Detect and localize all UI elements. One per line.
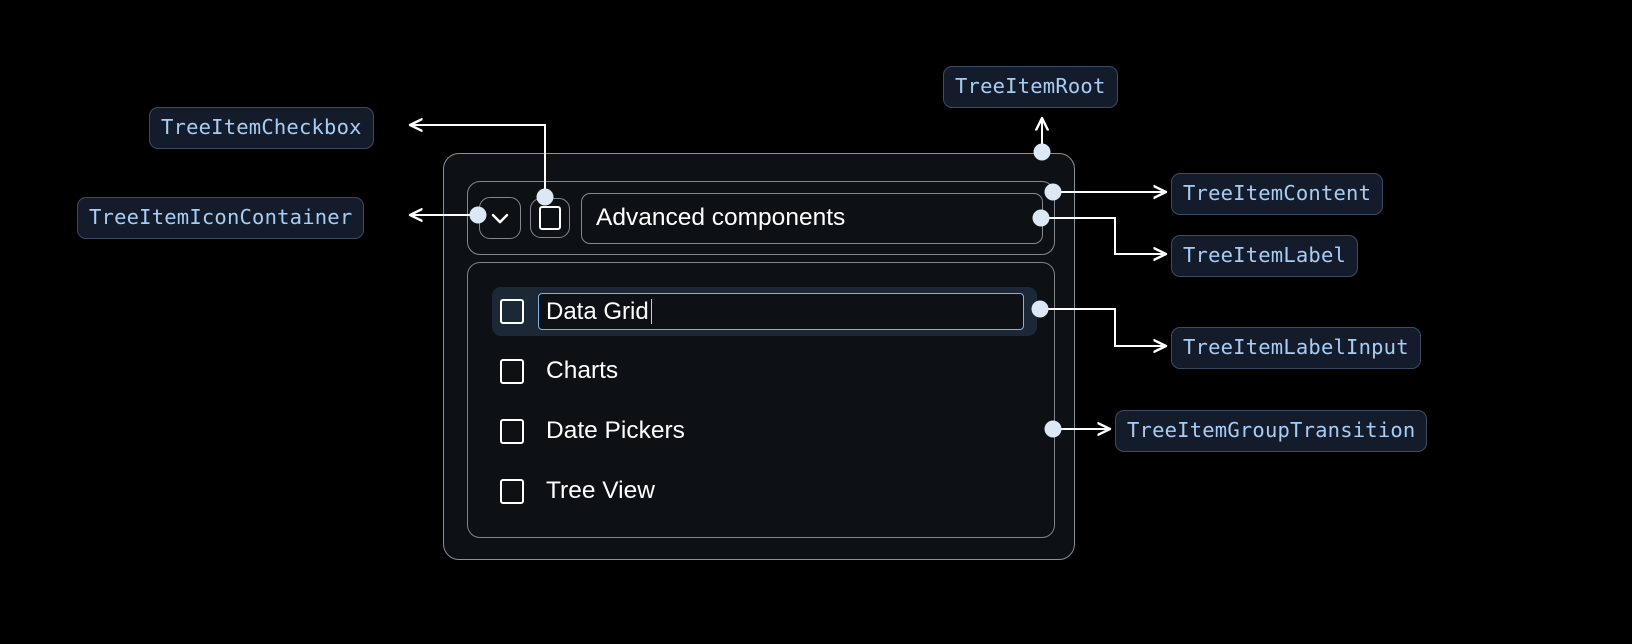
tree-item-row-charts[interactable]: Charts — [468, 347, 1054, 396]
tree-item-icon-container[interactable] — [479, 197, 521, 239]
tree-item-row-data-grid[interactable]: Data Grid — [492, 287, 1037, 336]
annotation-chip-tree-item-content: TreeItemContent — [1171, 173, 1384, 215]
annotation-chip-tree-item-icon-container: TreeItemIconContainer — [77, 197, 365, 239]
text-caret — [650, 299, 653, 324]
tree-item-row-tree-view[interactable]: Tree View — [468, 467, 1054, 516]
tree-item-group-transition: Data Grid Charts Date Pickers Tree View — [467, 262, 1055, 538]
tree-item-label-tree-view: Tree View — [546, 477, 655, 505]
tree-item-label[interactable]: Advanced components — [581, 192, 1043, 244]
tree-item-checkbox[interactable] — [530, 198, 570, 238]
tree-item-checkbox-charts[interactable] — [500, 359, 524, 384]
chevron-down-icon — [486, 204, 514, 232]
tree-item-content[interactable]: Advanced components — [467, 181, 1055, 255]
tree-item-label-input-value: Data Grid — [546, 297, 649, 325]
checkbox-unchecked-icon — [539, 206, 561, 230]
tree-item-label-charts: Charts — [546, 357, 619, 385]
annotation-chip-tree-item-label: TreeItemLabel — [1171, 235, 1359, 277]
tree-item-checkbox-date-pickers[interactable] — [500, 419, 524, 444]
tree-item-label-input[interactable]: Data Grid — [538, 293, 1024, 330]
annotation-chip-tree-item-root: TreeItemRoot — [943, 66, 1118, 108]
annotation-chip-tree-item-label-input: TreeItemLabelInput — [1171, 327, 1421, 369]
tree-item-checkbox-tree-view[interactable] — [500, 479, 524, 504]
tree-item-label-date-pickers: Date Pickers — [546, 417, 685, 445]
annotation-chip-tree-item-checkbox: TreeItemCheckbox — [149, 107, 374, 149]
tree-item-root[interactable]: Advanced components Data Grid Charts Dat… — [443, 153, 1075, 560]
tree-item-checkbox-data-grid[interactable] — [500, 299, 524, 324]
tree-item-row-date-pickers[interactable]: Date Pickers — [468, 407, 1054, 456]
annotation-chip-tree-item-group-transition: TreeItemGroupTransition — [1115, 410, 1428, 452]
